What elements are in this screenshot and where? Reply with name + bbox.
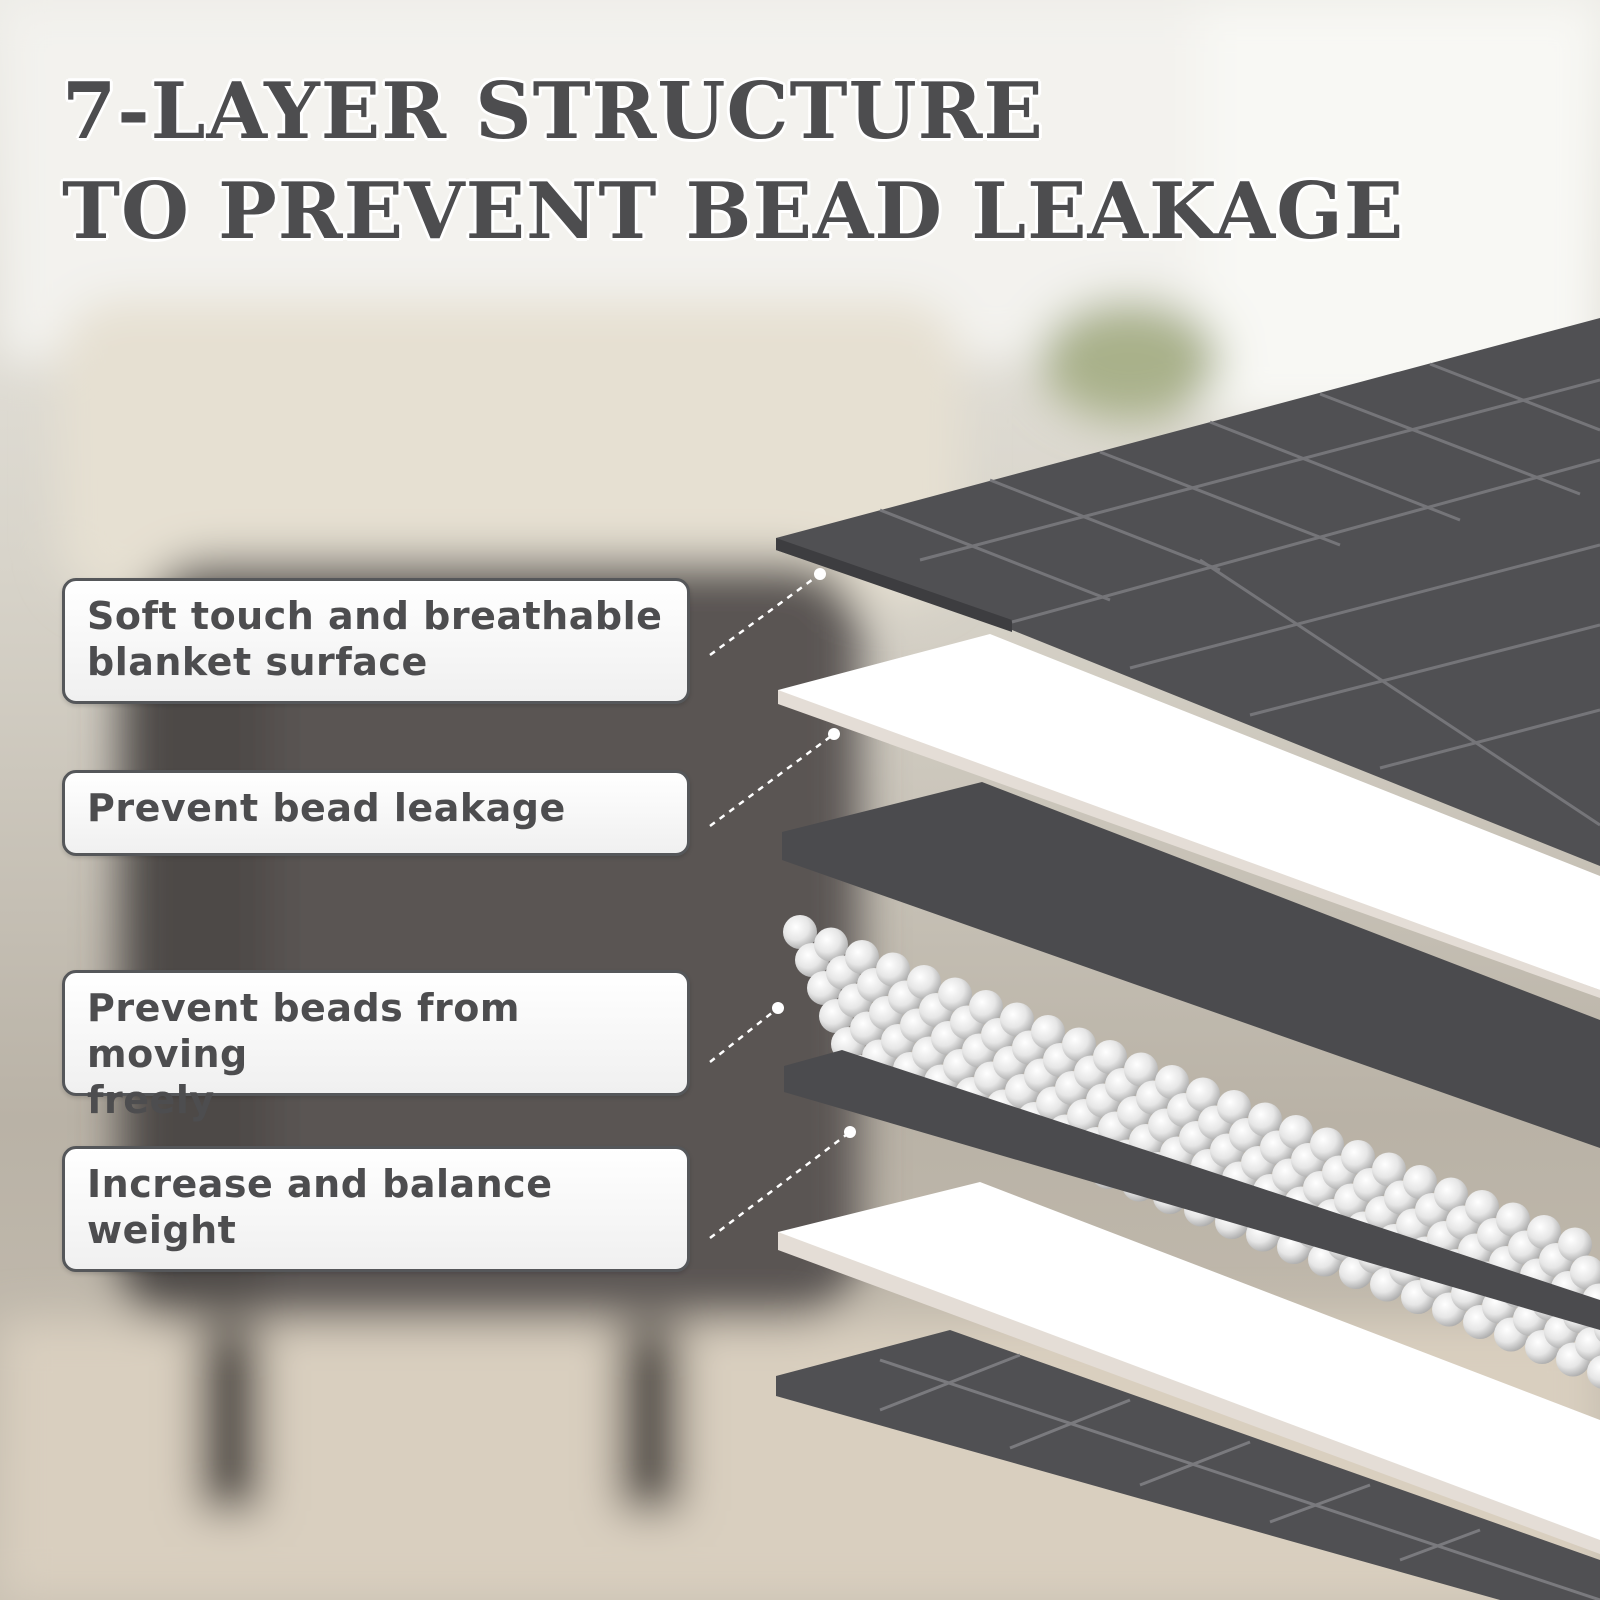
connector-dot [828, 728, 840, 740]
layer-top-surface [776, 318, 1600, 866]
bead [1527, 1215, 1561, 1249]
headline-line-1: 7-LAYER STRUCTURE [62, 66, 1044, 157]
bead [1155, 1065, 1189, 1099]
bead [1217, 1090, 1251, 1124]
bead [783, 915, 817, 949]
layer-dark-2 [782, 782, 1600, 1148]
bead [1124, 1052, 1158, 1087]
connector-dot [772, 1002, 784, 1014]
bead [1093, 1040, 1127, 1074]
layer-white-lower [778, 1182, 1600, 1554]
layer-white-upper [778, 634, 1600, 998]
bead [1031, 1015, 1065, 1049]
layer-bottom-surface [776, 1330, 1600, 1600]
bead [969, 990, 1003, 1024]
bead [1570, 1255, 1600, 1290]
bead [1575, 1327, 1600, 1361]
bead [1496, 1202, 1530, 1237]
callout-bead-layer: Increase and balance weight [62, 1146, 690, 1272]
bead [1310, 1127, 1344, 1162]
bead [876, 952, 910, 987]
callout-text: Increase and balance weight [87, 1162, 553, 1252]
bead [907, 965, 941, 999]
connector-lines [709, 572, 851, 1239]
bead [1465, 1190, 1499, 1224]
connector-dot [814, 568, 826, 580]
callout-surface-layer: Soft touch and breathable blanket surfac… [62, 578, 690, 704]
bead [1000, 1002, 1034, 1037]
callout-text: Prevent beads from moving freely [87, 986, 520, 1122]
bead [814, 927, 848, 962]
bead [938, 977, 972, 1012]
bead [1372, 1152, 1406, 1187]
bead [1279, 1115, 1313, 1149]
bead [1434, 1177, 1468, 1212]
bead [845, 940, 879, 974]
bead [1341, 1140, 1375, 1174]
bead [1062, 1027, 1096, 1062]
bead [1558, 1227, 1592, 1262]
bead [1248, 1102, 1282, 1137]
bead [1403, 1165, 1437, 1199]
connector-dot [844, 1126, 856, 1138]
layer-dark-3 [784, 1050, 1600, 1330]
callout-text: Prevent bead leakage [87, 786, 566, 830]
bead [1186, 1077, 1220, 1112]
callout-leak-layer: Prevent bead leakage [62, 770, 690, 856]
headline-line-2: TO PREVENT BEAD LEAKAGE [62, 166, 1405, 257]
bead [1587, 1355, 1600, 1389]
callout-text: Soft touch and breathable blanket surfac… [87, 594, 663, 684]
callout-grid-layer: Prevent beads from moving freely [62, 970, 690, 1122]
